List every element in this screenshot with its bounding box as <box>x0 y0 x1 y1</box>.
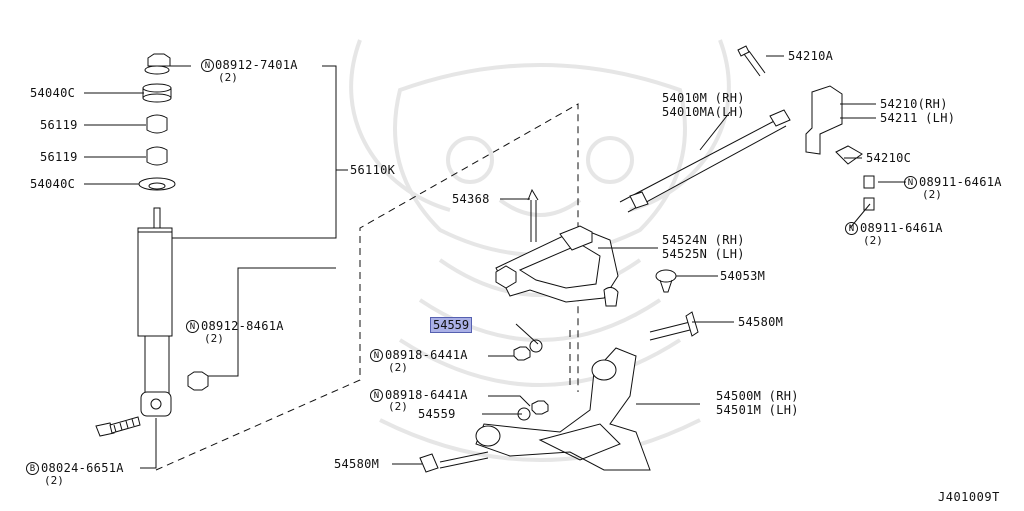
part-label-54580M[interactable]: 54580M <box>334 457 380 471</box>
upper-link-rod <box>619 45 875 213</box>
part-label-54053M[interactable]: 54053M <box>720 269 766 283</box>
part-label-08911-6461A[interactable]: 08911-6461A <box>919 175 1002 189</box>
lower-arm <box>419 311 699 473</box>
qty-label: (2) <box>922 188 942 201</box>
leader-lines-left <box>84 65 348 469</box>
part-label-54210C[interactable]: 54210C <box>866 151 912 165</box>
n-marker: N <box>904 176 917 189</box>
qty-label: (2) <box>388 400 408 413</box>
b-marker: B <box>26 462 39 475</box>
n-marker: N <box>186 320 199 333</box>
watermark-emblem <box>349 39 731 462</box>
part-label-56119[interactable]: 56119 <box>40 150 78 164</box>
part-label-08912-7401A[interactable]: 08912-7401A <box>215 58 298 72</box>
part-label-54559[interactable]: 54559 <box>418 407 456 421</box>
part-label-54210[interactable]: 54210(RH) <box>880 97 948 111</box>
qty-label: (2) <box>388 361 408 374</box>
part-label-54500M[interactable]: 54500M (RH) <box>716 389 799 403</box>
qty-label: (2) <box>44 474 64 487</box>
part-label-08918-6441A[interactable]: 08918-6441A <box>385 348 468 362</box>
part-label-54040C[interactable]: 54040C <box>30 177 76 191</box>
part-label-56119[interactable]: 56119 <box>40 118 78 132</box>
part-label-54010M[interactable]: 54010M (RH) <box>662 91 745 105</box>
part-label-54580M[interactable]: 54580M <box>738 315 784 329</box>
upper-arm <box>495 188 677 307</box>
part-label-54559-highlighted[interactable]: 54559 <box>430 317 473 333</box>
part-label-08024-6651A[interactable]: 08024-6651A <box>41 461 124 475</box>
diagram-code: J401009T <box>938 490 1000 504</box>
n-marker: N <box>370 389 383 402</box>
part-label-54010MA[interactable]: 54010MA(LH) <box>662 105 745 119</box>
qty-label: (2) <box>218 71 238 84</box>
n-marker: N <box>370 349 383 362</box>
part-label-08911-6461A[interactable]: 08911-6461A <box>860 221 943 235</box>
qty-label: (2) <box>204 332 224 345</box>
shock-absorber-group <box>95 53 209 437</box>
dashed-outline <box>155 103 579 471</box>
part-label-08918-6441A[interactable]: 08918-6441A <box>385 388 468 402</box>
part-label-08912-8461A[interactable]: 08912-8461A <box>201 319 284 333</box>
n-marker: N <box>845 222 858 235</box>
part-label-54525N[interactable]: 54525N (LH) <box>662 247 745 261</box>
part-label-54040C[interactable]: 54040C <box>30 86 76 100</box>
part-label-54210A[interactable]: 54210A <box>788 49 834 63</box>
part-label-54524N[interactable]: 54524N (RH) <box>662 233 745 247</box>
qty-label: (2) <box>863 234 883 247</box>
n-marker: N <box>201 59 214 72</box>
part-label-56110K[interactable]: 56110K <box>350 163 396 177</box>
part-label-54501M[interactable]: 54501M (LH) <box>716 403 799 417</box>
part-label-54368[interactable]: 54368 <box>452 192 490 206</box>
part-label-54211[interactable]: 54211 (LH) <box>880 111 956 125</box>
